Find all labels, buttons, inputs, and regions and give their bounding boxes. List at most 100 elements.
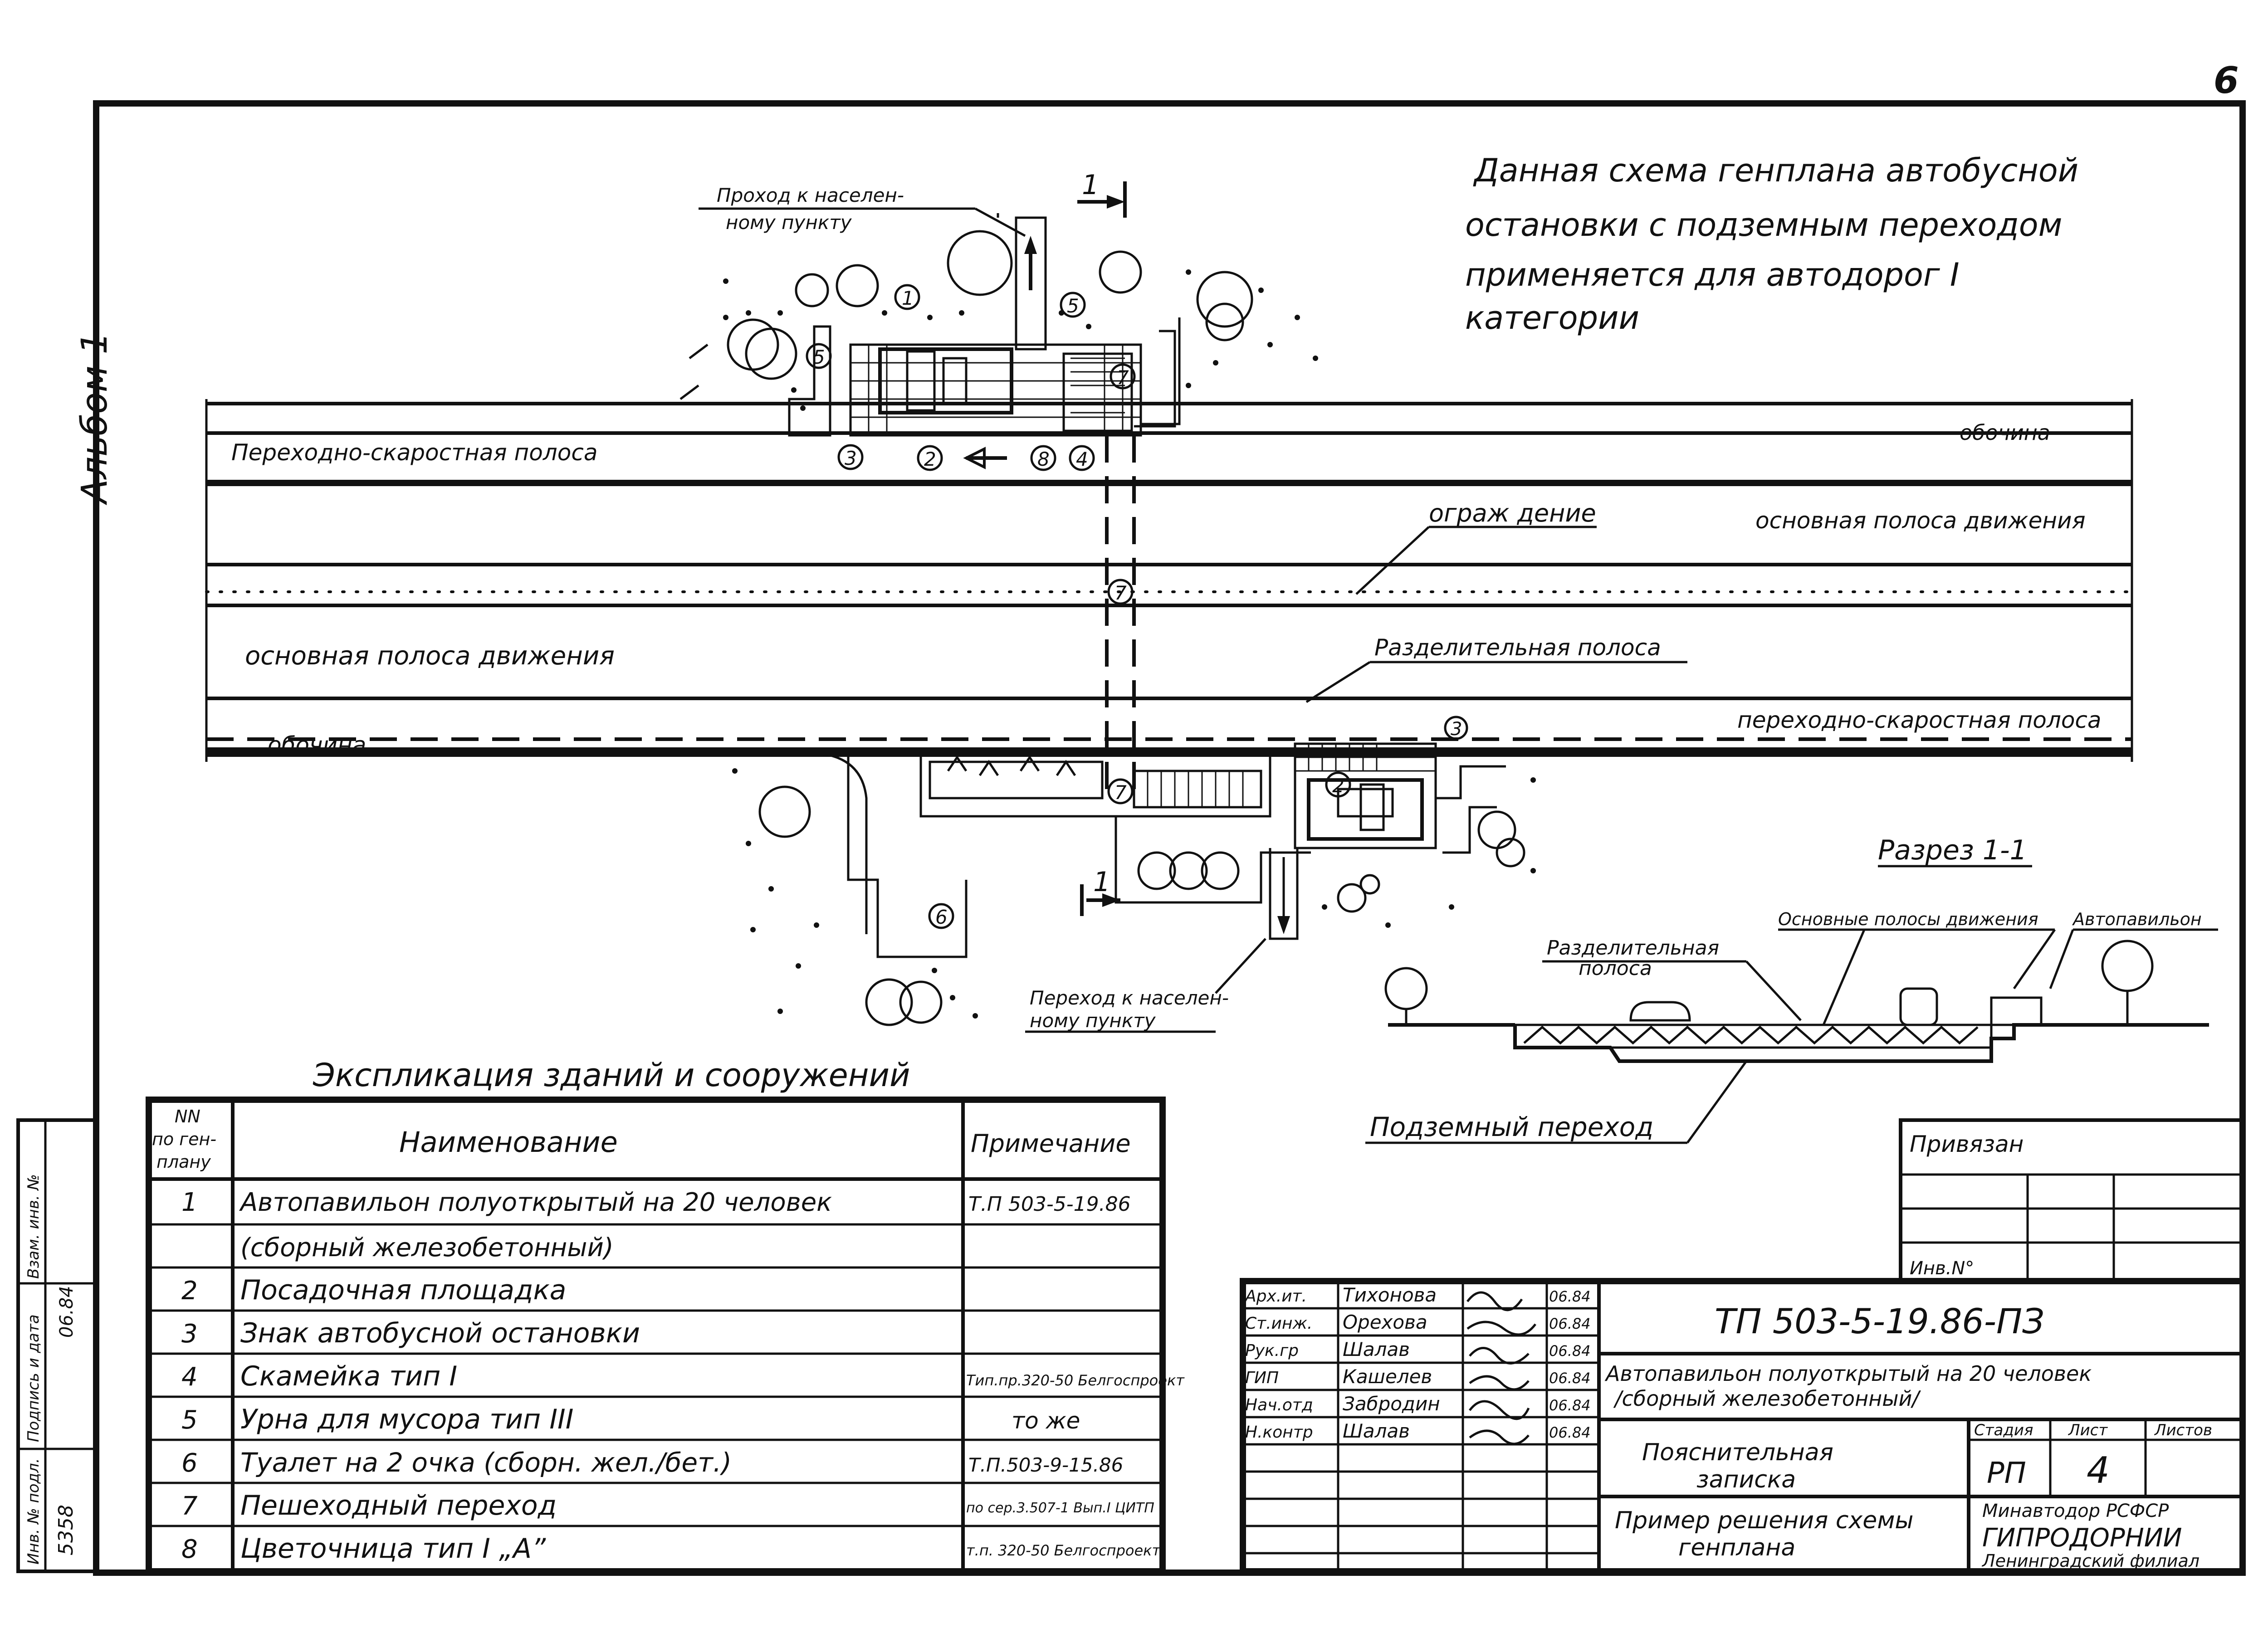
signatures — [1466, 1291, 1536, 1445]
marker-1-top: 1 — [902, 287, 914, 309]
page-number: 6 — [2214, 59, 2239, 102]
section-mark-top: 1 — [1082, 169, 1099, 201]
drawing-frame — [93, 100, 2246, 1576]
subject-line-1: Автопавильон полуоткрытый на 20 человек — [1604, 1361, 2092, 1386]
album-label: Альбом 1 — [74, 332, 115, 506]
row-6-name: Туалет на 2 очка (сборн. жел./бет.) — [240, 1447, 732, 1478]
side-inv-value: 5358 — [54, 1505, 78, 1555]
stage-header: Стадия — [1974, 1421, 2033, 1439]
row-3-num: 3 — [181, 1319, 198, 1349]
marker-3-bottom: 3 — [1451, 719, 1462, 740]
section-title: Разрез 1-1 — [1878, 834, 2027, 866]
passage-bottom-label-1: Переход к населен- — [1030, 987, 1229, 1009]
date-6: 06.84 — [1549, 1424, 1591, 1441]
row-2-num: 2 — [181, 1276, 198, 1306]
row-4-name: Скамейка тип I — [240, 1360, 457, 1392]
sheet-header: Лист — [2068, 1421, 2108, 1439]
row-8-num: 8 — [181, 1535, 198, 1564]
passage-top-label-1: Проход к населен- — [717, 184, 904, 206]
role-2: Ст.инж. — [1245, 1314, 1312, 1333]
row-1-num: 1 — [181, 1188, 198, 1217]
row-7-name: Пешеходный переход — [240, 1490, 557, 1521]
note-line-4: категории — [1465, 299, 1639, 336]
date-4: 06.84 — [1549, 1370, 1591, 1387]
lane-accel-top-label: Переходно-скаростная полоса — [231, 439, 597, 466]
date-2: 06.84 — [1549, 1315, 1591, 1332]
row-5-name: Урна для мусора тип III — [240, 1404, 573, 1435]
passage-bottom-label-2: ному пункту — [1030, 1009, 1156, 1032]
explication-title: Экспликация зданий и сооружений — [313, 1057, 910, 1094]
explication-table: Экспликация зданий и сооружений NN по ге… — [146, 1057, 1185, 1575]
name-5: Забродин — [1343, 1393, 1440, 1415]
role-3: Рук.гр — [1245, 1341, 1299, 1360]
row-7-num: 7 — [181, 1492, 198, 1521]
name-4: Кашелев — [1343, 1365, 1432, 1388]
role-4: ГИП — [1245, 1369, 1279, 1387]
row-8-note: т.п. 320-50 Белгоспроект — [966, 1542, 1161, 1559]
org-line-2: ГИПРОДОРНИИ — [1982, 1523, 2182, 1553]
marker-8-top: 8 — [1037, 448, 1050, 470]
name-2: Орехова — [1343, 1311, 1427, 1333]
name-6: Шалав — [1343, 1420, 1410, 1442]
row-5-num: 5 — [181, 1405, 198, 1435]
section-main-lanes: Основные полосы движения — [1778, 909, 2038, 929]
doc-type-2: записка — [1696, 1466, 1796, 1493]
head-note: Примечание — [971, 1129, 1131, 1158]
row-3-name: Знак автобусной остановки — [240, 1317, 640, 1349]
lane-accel-bottom-label: переходно-скаростная полоса — [1737, 707, 2102, 733]
row-4-note: Тип.пр.320-50 Белгоспроект — [966, 1372, 1185, 1389]
marker-6: 6 — [935, 906, 948, 928]
row-7-note: по сер.3.507-1 Вып.I ЦИТП — [966, 1500, 1154, 1516]
section-1-1: Разрез 1-1 Основные полосы движения Авто… — [1365, 834, 2218, 1144]
applicability-note: Данная схема генплана автобусной останов… — [1465, 152, 2078, 336]
marker-7-mid: 7 — [1114, 582, 1127, 604]
note-line-3: применяется для автодорог I — [1465, 256, 1960, 293]
section-divider-1: Разделительная — [1547, 936, 1719, 960]
inv-label: Инв.N° — [1910, 1258, 1974, 1279]
date-1: 06.84 — [1549, 1288, 1591, 1305]
plan-markers: 1 2 3 4 5 5 7 8 7 7 2 3 6 — [806, 284, 1468, 929]
attachment-block: Привязан Инв.N° — [1899, 1118, 2244, 1283]
sheet-title-2: генплана — [1678, 1534, 1795, 1561]
subject-line-2: /сборный железобетонный/ — [1613, 1386, 1921, 1411]
sheets-header: Листов — [2154, 1421, 2212, 1439]
row-1-note: Т.П 503-5-19.86 — [968, 1193, 1131, 1216]
row-4-num: 4 — [181, 1362, 198, 1392]
shoulder-top-label: обочина — [1960, 420, 2050, 445]
org-line-3: Ленинградский филиал — [1981, 1551, 2200, 1571]
head-num-1: NN — [175, 1107, 200, 1126]
section-mark-bottom: 1 — [1093, 866, 1110, 898]
bottom-stop-area: Переход к населен- ному пункту 1 — [732, 742, 1536, 1033]
head-num-3: плану — [156, 1152, 211, 1172]
shoulder-bottom-label: обочина — [268, 732, 366, 758]
row-2-name: Посадочная площадка — [240, 1274, 566, 1306]
side-sign-date: Подпись и дата — [24, 1314, 43, 1442]
row-1b-name: (сборный железобетонный) — [240, 1233, 614, 1263]
row-5-note: то же — [1012, 1408, 1080, 1434]
marker-2-bottom: 2 — [1332, 775, 1344, 797]
row-8-name: Цветочница тип I „А” — [240, 1533, 546, 1565]
section-pavilion: Автопавильон — [2072, 909, 2202, 929]
role-5: Нач.отд — [1245, 1396, 1313, 1414]
row-1-name: Автопавильон полуоткрытый на 20 человек — [239, 1188, 832, 1217]
underpass-label: Подземный переход — [1370, 1111, 1653, 1142]
marker-4-top: 4 — [1076, 448, 1088, 470]
side-date-value: 06.84 — [56, 1286, 77, 1338]
row-6-num: 6 — [181, 1448, 198, 1478]
marker-5-left: 5 — [813, 346, 825, 368]
main-lane-right-label: основная полоса движения — [1755, 507, 2086, 534]
fence-label: ограж дение — [1429, 499, 1596, 527]
head-num-2: по ген- — [152, 1129, 216, 1149]
sheet-value: 4 — [2087, 1449, 2110, 1492]
role-1: Арх.ит. — [1244, 1287, 1307, 1306]
attached-label: Привязан — [1910, 1131, 2024, 1157]
marker-5-right: 5 — [1067, 295, 1079, 317]
name-1: Тихонова — [1343, 1284, 1437, 1306]
passage-top-label-2: ному пункту — [726, 211, 852, 234]
title-block: Арх.ит. Тихонова 06.84 Ст.инж. Орехова 0… — [1240, 1278, 2246, 1575]
marker-3-top: 3 — [845, 447, 857, 469]
date-3: 06.84 — [1549, 1342, 1591, 1360]
underpass-plan — [1105, 435, 1136, 798]
marker-2-top: 2 — [924, 448, 936, 470]
